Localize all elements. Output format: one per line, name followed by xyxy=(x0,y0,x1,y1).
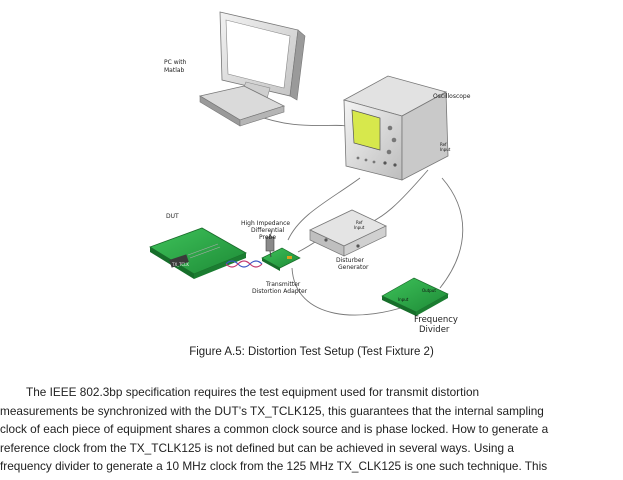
dut-board-icon xyxy=(149,227,247,279)
disturber-generator-icon xyxy=(309,209,387,257)
adapter-board-icon xyxy=(261,247,301,271)
pc-monitor-icon xyxy=(198,11,306,127)
svg-text:Probe: Probe xyxy=(259,234,276,241)
dut-label: DUT xyxy=(166,213,179,220)
svg-text:Input: Input xyxy=(440,147,451,152)
probe-label: High Impedance xyxy=(241,220,290,227)
test-setup-figure: PC with Matlab Oscilloscope Ref Input DU… xyxy=(149,11,471,335)
divider-label: Frequency xyxy=(414,315,458,325)
paragraph-line: The IEEE 802.3bp specification requires … xyxy=(0,385,480,399)
svg-text:Generator: Generator xyxy=(338,264,369,271)
paragraph-line: clock of each piece of equipment shares … xyxy=(0,422,549,436)
tx-tclk-label: TX_TCLK xyxy=(171,262,189,267)
generator-ref-input-label: Ref xyxy=(356,220,363,225)
figure-caption: Figure A.5: Distortion Test Setup (Test … xyxy=(189,346,434,358)
svg-text:Divider: Divider xyxy=(419,325,450,335)
oscilloscope-icon xyxy=(342,75,449,181)
divider-output-label: Output xyxy=(422,288,436,293)
body-paragraph: The IEEE 802.3bp specification requires … xyxy=(0,383,623,476)
svg-text:Matlab: Matlab xyxy=(164,67,185,74)
frequency-divider-icon xyxy=(381,277,449,316)
paragraph-line: measurements be synchronized with the DU… xyxy=(0,403,544,418)
divider-input-label: Input xyxy=(398,297,409,302)
svg-text:Input: Input xyxy=(354,225,365,230)
paragraph-line: frequency divider to generate a 10 MHz c… xyxy=(0,459,548,473)
svg-text:Distortion Adapter: Distortion Adapter xyxy=(252,288,308,295)
svg-text:Differential: Differential xyxy=(251,227,285,234)
pc-label: PC with xyxy=(164,59,187,66)
probe-icon xyxy=(265,229,275,258)
adapter-label: Transmitter xyxy=(265,281,301,288)
twisted-pair-cable xyxy=(225,260,263,268)
oscilloscope-label: Oscilloscope xyxy=(433,93,471,100)
paragraph-line: reference clock from the TX_TCLK125 is n… xyxy=(0,440,514,455)
generator-label: Disturber xyxy=(336,257,365,264)
scope-ref-input-label: Ref xyxy=(440,142,447,147)
